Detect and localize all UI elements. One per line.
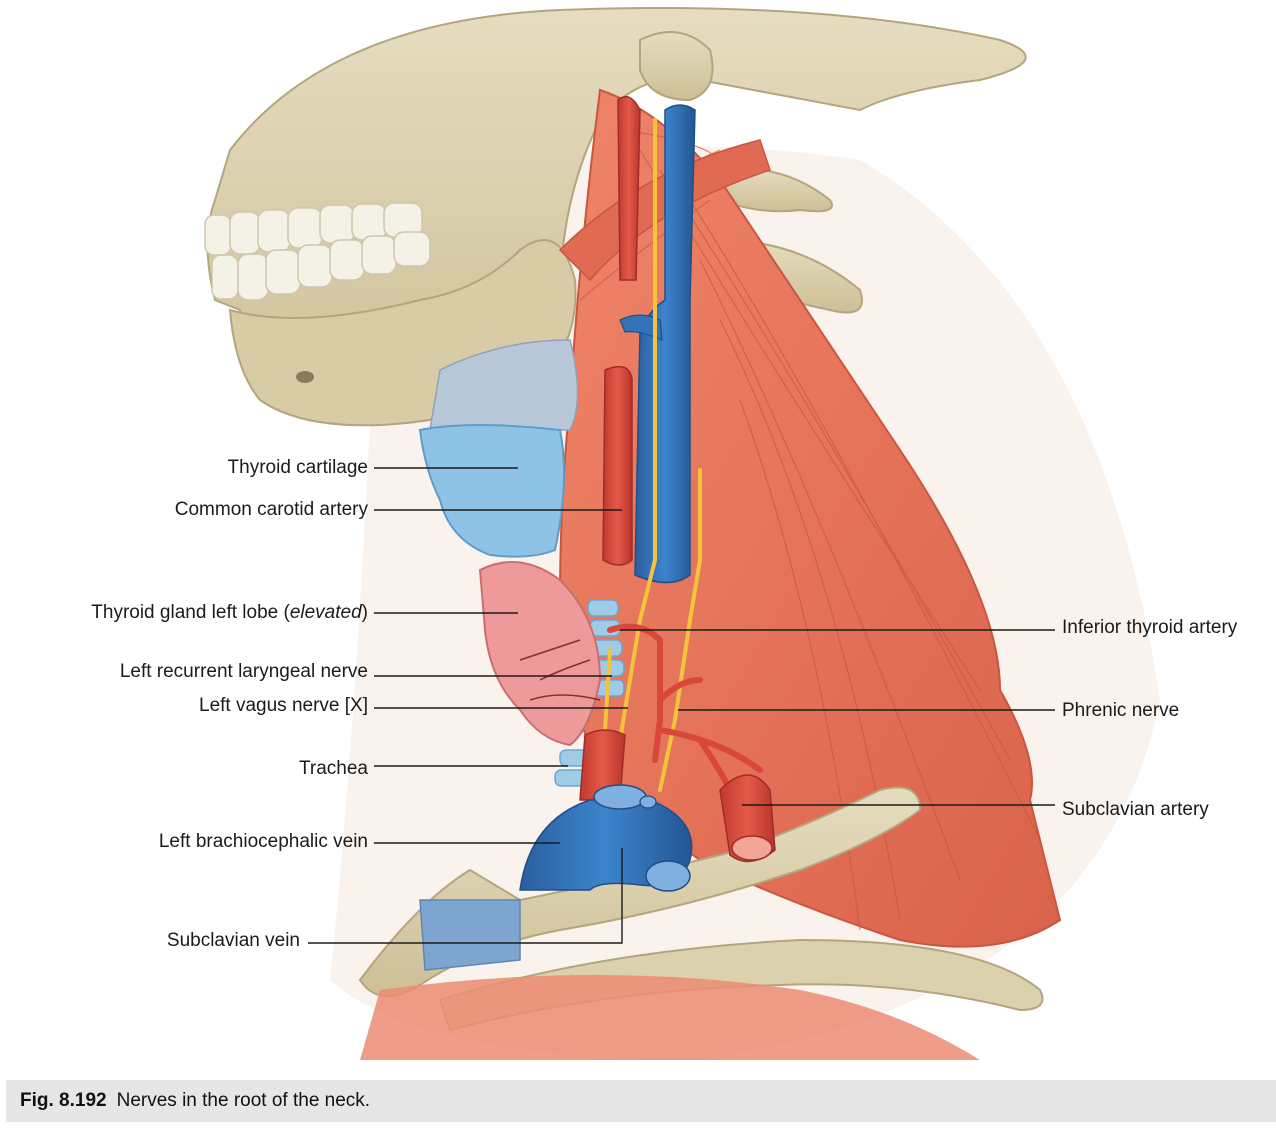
thyroid-gland-prefix: Thyroid gland left lobe (: [91, 602, 290, 623]
teeth: [204, 202, 431, 301]
neck-root-illustration: [204, 7, 1160, 1061]
label-thyroid-cartilage: Thyroid cartilage: [227, 457, 368, 478]
label-left-vagus-nerve: Left vagus nerve [X]: [199, 695, 368, 716]
label-subclavian-vein: Subclavian vein: [166, 930, 300, 951]
label-common-carotid-artery: Common carotid artery: [174, 499, 368, 520]
vein-opening-2: [645, 860, 691, 892]
vein-opening-1: [593, 784, 647, 810]
label-thyroid-gland-left-lobe: Thyroid gland left lobe (elevated): [91, 602, 368, 624]
lower-muscle: [360, 975, 980, 1060]
hyoid-membrane: [429, 339, 579, 431]
sternal-muscle-slip: [419, 899, 521, 971]
carotid-upper: [617, 95, 641, 281]
label-left-recurrent-laryngeal-nerve: Left recurrent laryngeal nerve: [119, 661, 368, 682]
anatomy-figure: Thyroid cartilage Common carotid artery …: [91, 7, 1238, 1061]
label-left-brachiocephalic-vein: Left brachiocephalic vein: [158, 831, 368, 852]
thyroid-vessels: [519, 639, 601, 701]
internal-jugular-vein: [634, 104, 696, 584]
left-brachiocephalic-vein: [519, 799, 693, 891]
nerves: [603, 118, 702, 792]
common-carotid-artery: [602, 365, 633, 566]
facial-vein-branch: [619, 314, 663, 341]
thyroid-gland-italic: elevated: [289, 602, 362, 623]
mental-foramen: [296, 371, 314, 383]
label-inferior-thyroid-artery: Inferior thyroid artery: [1062, 617, 1238, 638]
vein-opening-3: [639, 795, 657, 809]
thyroid-cartilage-shape: [418, 424, 565, 558]
leader-lines: [308, 467, 1055, 944]
figure-caption-bar: Fig. 8.192 Nerves in the root of the nec…: [6, 1080, 1276, 1122]
figure-caption: Nerves in the root of the neck.: [116, 1090, 371, 1111]
figure-number: Fig. 8.192: [20, 1090, 107, 1111]
thyroid-gland-suffix: ): [361, 602, 368, 623]
subclavian-artery-lumen: [731, 835, 773, 861]
label-phrenic-nerve: Phrenic nerve: [1062, 700, 1180, 721]
label-trachea: Trachea: [299, 758, 368, 779]
label-subclavian-artery: Subclavian artery: [1062, 799, 1209, 820]
